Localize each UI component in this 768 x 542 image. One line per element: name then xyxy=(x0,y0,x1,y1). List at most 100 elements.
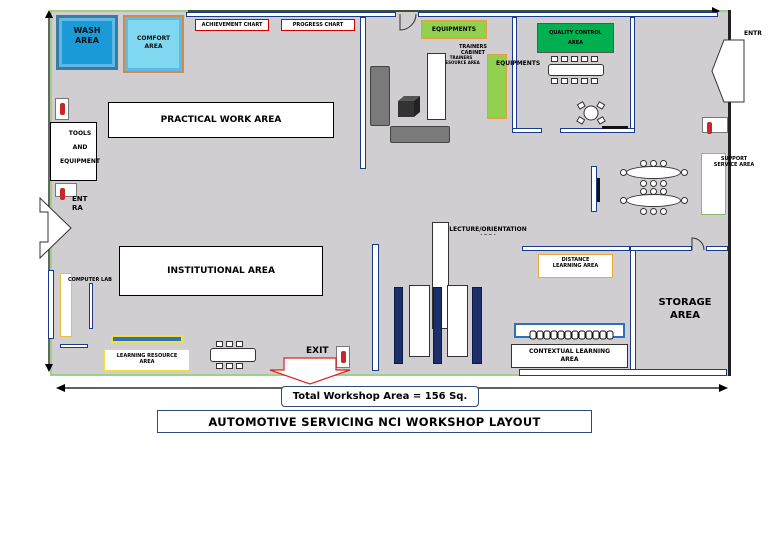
trainer-desk-front xyxy=(390,126,450,143)
bottom-wall xyxy=(519,369,727,376)
door-swing-icon xyxy=(399,13,417,31)
institutional-area: INSTITUTIONAL AREA xyxy=(119,246,323,296)
learning-resource-label: LEARNING RESOURCE AREA xyxy=(116,353,178,366)
learning-resource-shelf xyxy=(111,335,183,343)
computer-lab-label: COMPUTER LAB xyxy=(68,277,112,283)
fire-extinguisher-icon xyxy=(336,346,350,368)
work-bench-dark xyxy=(394,287,403,364)
trainer-desk-side xyxy=(370,66,390,126)
distance-learning-label: DISTANCE LEARNING AREA xyxy=(552,257,599,270)
trainers-cabinet xyxy=(427,53,446,120)
quality-control-label: QUALITY CONTROL AREA xyxy=(549,30,602,46)
oval-table xyxy=(626,194,681,207)
qc-wall-right xyxy=(630,17,635,132)
study-table xyxy=(210,348,256,362)
contextual-learning-label: CONTEXTUAL LEARNING AREA xyxy=(528,348,611,363)
progress-chart: PROGRESS CHART xyxy=(281,19,355,31)
entrance-right-doorway-icon xyxy=(711,39,745,103)
qc-wall-bottom-a xyxy=(512,128,542,133)
round-chair xyxy=(660,160,667,167)
institutional-area-label: INSTITUTIONAL AREA xyxy=(167,266,275,276)
work-bench xyxy=(447,285,468,357)
progress-chart-label: PROGRESS CHART xyxy=(292,22,344,28)
study-chair xyxy=(216,341,223,347)
quality-control-area: QUALITY CONTROL AREA xyxy=(537,23,614,53)
qc-chair xyxy=(561,56,568,62)
door-swing-icon xyxy=(691,237,705,251)
storage-area-label: STORAGE AREA xyxy=(658,297,712,321)
round-chair xyxy=(650,160,657,167)
round-chair xyxy=(681,197,688,204)
qc-chair xyxy=(581,78,588,84)
equipments-top-label: EQUIPMENTS xyxy=(431,26,477,33)
total-area-box: Total Workshop Area = 156 Sq. xyxy=(281,386,479,407)
qc-wall-left xyxy=(512,17,517,132)
computer-lab-divider xyxy=(89,283,93,329)
exit-label: EXIT xyxy=(306,346,329,356)
qc-chair xyxy=(571,56,578,62)
practical-work-area-label: PRACTICAL WORK AREA xyxy=(160,115,282,125)
fire-extinguisher-icon xyxy=(55,98,69,120)
qc-wall-bottom-b xyxy=(560,128,635,133)
qc-chair xyxy=(591,78,598,84)
contextual-learning-area: CONTEXTUAL LEARNING AREA xyxy=(511,344,628,368)
total-area-label: Total Workshop Area = 156 Sq. xyxy=(292,391,468,402)
work-bench xyxy=(409,285,430,357)
work-bench-dark xyxy=(433,287,442,364)
learning-resource-area: LEARNING RESOURCE AREA xyxy=(104,349,190,371)
computer-lab-wall xyxy=(48,270,54,339)
qc-chair xyxy=(551,56,558,62)
entrance-left-label: ENT RA xyxy=(72,195,88,213)
computer-lab-desk xyxy=(60,273,72,337)
equipments-mid-label: EQUIPMENTS xyxy=(496,60,541,67)
round-chair xyxy=(660,188,667,195)
partition-wall-1 xyxy=(360,17,366,169)
study-chair xyxy=(236,363,243,369)
round-chair xyxy=(650,180,657,187)
qc-chair xyxy=(581,56,588,62)
achievement-chart-label: ACHIEVEMENT CHART xyxy=(201,22,263,28)
practical-work-area: PRACTICAL WORK AREA xyxy=(108,102,334,138)
support-service-label: SUPPORT SERVICE AREA xyxy=(713,156,755,169)
entrance-left-doorway-icon xyxy=(39,196,72,260)
top-wall-left xyxy=(186,12,396,17)
round-chair xyxy=(660,208,667,215)
round-chair xyxy=(640,160,647,167)
support-service-area xyxy=(701,153,726,215)
study-chair xyxy=(226,363,233,369)
tools-equipment-label: TOOLS AND EQUIPMENT xyxy=(60,130,100,165)
equipments-mid-area xyxy=(487,54,507,119)
qc-chair xyxy=(551,78,558,84)
mid-wall-b xyxy=(630,246,692,251)
oval-table xyxy=(626,166,681,179)
right-wall-line xyxy=(728,10,731,376)
page-title: AUTOMOTIVE SERVICING NCI WORKSHOP LAYOUT xyxy=(208,414,541,429)
fire-extinguisher-icon xyxy=(55,183,77,200)
page-title-box: AUTOMOTIVE SERVICING NCI WORKSHOP LAYOUT xyxy=(157,410,592,433)
contextual-tool-rack xyxy=(514,323,625,340)
lecture-orientation-label: LECTURE/ORIENTATION AREA xyxy=(449,226,527,235)
storage-wall xyxy=(630,250,636,370)
comfort-area: COMFORT AREA xyxy=(123,15,184,73)
wash-area: WASH AREA xyxy=(56,15,118,70)
distance-learning-area: DISTANCE LEARNING AREA xyxy=(538,254,613,278)
round-chair xyxy=(620,197,627,204)
lecture-wall xyxy=(372,244,379,371)
trainers-resource-label: TRAINERS RESOURCE AREA xyxy=(442,55,480,65)
study-chair xyxy=(236,341,243,347)
round-chair xyxy=(650,188,657,195)
qc-wall-dark xyxy=(602,126,628,129)
study-chair xyxy=(216,363,223,369)
fire-extinguisher-icon xyxy=(702,117,728,134)
round-chair xyxy=(640,188,647,195)
round-chair xyxy=(640,208,647,215)
achievement-chart: ACHIEVEMENT CHART xyxy=(195,19,269,31)
qc-chair xyxy=(561,78,568,84)
round-chair xyxy=(660,180,667,187)
round-chair xyxy=(650,208,657,215)
tools-equipment-area: TOOLS AND EQUIPMENT xyxy=(50,122,100,181)
qc-chair xyxy=(571,78,578,84)
equipments-top-area: EQUIPMENTS xyxy=(421,20,487,39)
work-bench-dark xyxy=(472,287,482,364)
comfort-area-label: COMFORT AREA xyxy=(136,35,171,50)
